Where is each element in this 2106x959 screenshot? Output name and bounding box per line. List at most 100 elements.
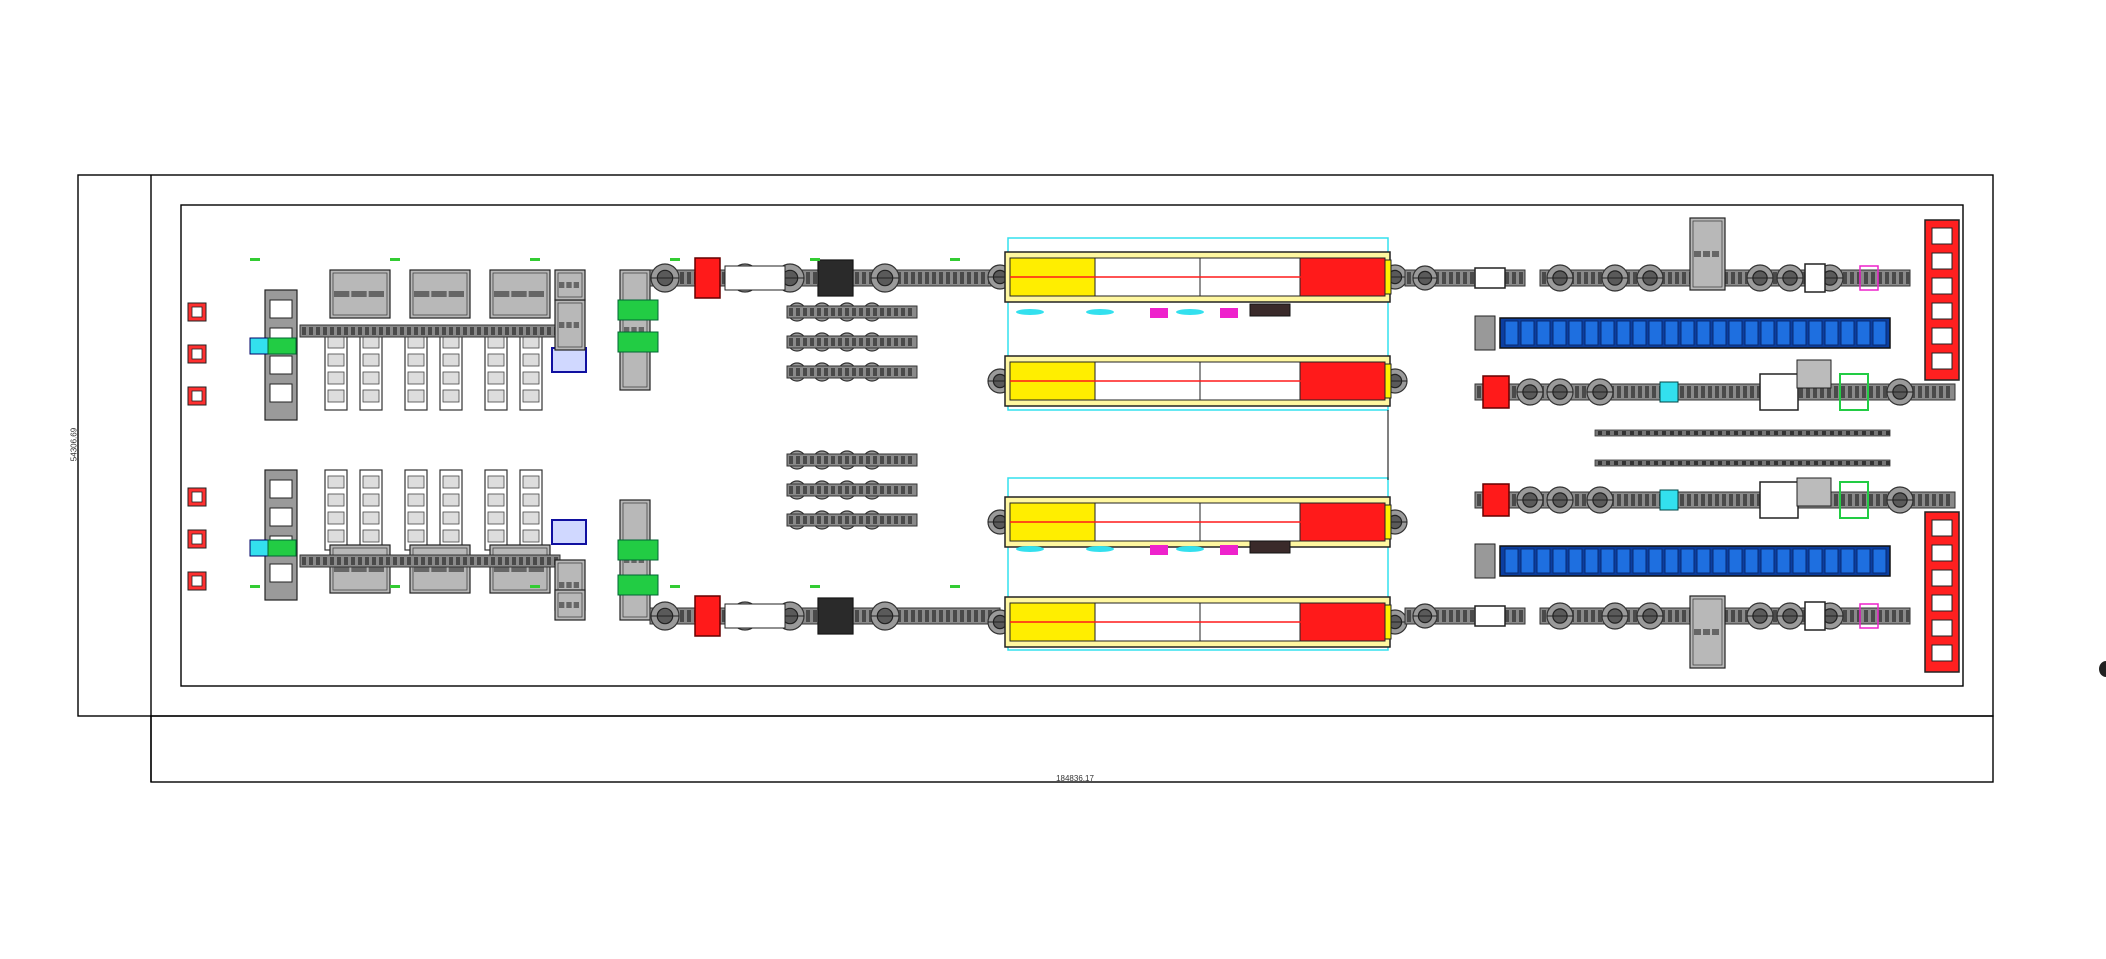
tower-slot [1931, 252, 1953, 270]
dryer-cell [1664, 320, 1679, 346]
scroll-handle-icon[interactable] [2099, 661, 2106, 677]
dryer-cell [1600, 548, 1615, 574]
green-label-bottom [530, 585, 540, 588]
dryer-cell [1808, 548, 1823, 574]
conveyor-roller [855, 272, 859, 284]
conveyor-roller [960, 272, 964, 284]
rail-tie [1646, 461, 1650, 465]
conveyor-roller [1701, 494, 1705, 506]
conveyor-roller [901, 338, 905, 346]
rail-tie [1886, 431, 1890, 435]
conveyor-roller [796, 516, 800, 524]
conveyor-roller [1869, 494, 1873, 506]
rail-tie [1662, 461, 1666, 465]
conveyor-roller [901, 486, 905, 494]
rail-tie [1710, 461, 1714, 465]
conveyor-roller [1633, 610, 1637, 622]
conveyor-roller [1715, 386, 1719, 398]
mid-green-frame-top [1839, 373, 1869, 411]
dryer-cell [1616, 548, 1631, 574]
conveyor-roller [810, 486, 814, 494]
rack-shelf [522, 475, 540, 489]
dark-cell-fill-top [817, 259, 854, 297]
conveyor-roller [1932, 494, 1936, 506]
conveyor-roller [358, 557, 362, 565]
rack-shelf [362, 353, 380, 367]
dryer-cell [1584, 548, 1599, 574]
machine-detail [351, 566, 367, 572]
machine-inner [412, 547, 468, 591]
conveyor-roller [344, 557, 348, 565]
mid-green-frame-bottom [1839, 481, 1869, 519]
conveyor-roller [309, 557, 313, 565]
entry-box-inner [191, 491, 203, 503]
conveyor-roller [803, 308, 807, 316]
rail-tie [1782, 431, 1786, 435]
dryer-cell [1552, 548, 1567, 574]
conveyor-roller [498, 327, 502, 335]
machine-detail [1694, 629, 1701, 635]
entry-box-inner [191, 306, 203, 318]
conveyor-roller [852, 368, 856, 376]
conveyor-roller [1729, 386, 1733, 398]
conveyor-roller [1505, 272, 1509, 284]
conveyor-roller [1512, 610, 1516, 622]
dryer-cell [1824, 548, 1839, 574]
dryer-cell [1664, 548, 1679, 574]
conveyor-roller [337, 327, 341, 335]
conveyor-roller [1722, 386, 1726, 398]
rail-tie [1814, 431, 1818, 435]
conveyor-roller [1932, 386, 1936, 398]
conveyor-roller [519, 557, 523, 565]
conveyor-roller [806, 610, 810, 622]
loading-gripper-bottom [267, 539, 297, 557]
conveyor-roller [491, 327, 495, 335]
conveyor-roller [526, 557, 530, 565]
conveyor-roller [1645, 386, 1649, 398]
conveyor-roller [428, 327, 432, 335]
conveyor-roller [813, 610, 817, 622]
conveyor-roller [1682, 610, 1686, 622]
machine-detail [573, 582, 579, 588]
conveyor-roller [838, 486, 842, 494]
conveyor-roller [796, 486, 800, 494]
conveyor-roller [337, 557, 341, 565]
dryer-cell [1616, 320, 1631, 346]
conveyor-roller [1701, 386, 1705, 398]
conveyor-roller [1575, 386, 1579, 398]
rack-shelf [362, 335, 380, 349]
conveyor-roller [1512, 272, 1516, 284]
machine-detail [351, 291, 367, 297]
conveyor-roller [526, 327, 530, 335]
rack-shelf [487, 511, 505, 525]
stacker-buffer-group [299, 269, 659, 621]
rack-shelf [407, 475, 425, 489]
conveyor-roller [484, 327, 488, 335]
loading-slot [269, 479, 293, 499]
rail-tie [1854, 461, 1858, 465]
tower-slot [1931, 594, 1953, 612]
oven-enclosure-top [1007, 237, 1389, 411]
conveyor-roller [365, 557, 369, 565]
conveyor-roller [817, 456, 821, 464]
magenta-part-top-0 [1150, 308, 1168, 318]
transfer-table-bottom [724, 603, 786, 629]
rack-shelf [362, 475, 380, 489]
conveyor-roller [1442, 272, 1446, 284]
conveyor-roller [1834, 494, 1838, 506]
machine-detail [494, 291, 510, 297]
conveyor-roller [862, 272, 866, 284]
machine-inner [557, 592, 583, 618]
oven-door [1384, 604, 1392, 640]
rail-tie [1726, 431, 1730, 435]
rail-tie [1702, 461, 1706, 465]
rail-tie [1774, 431, 1778, 435]
conveyor-roller [1694, 386, 1698, 398]
dryer-cell [1824, 320, 1839, 346]
machine-detail [1712, 251, 1719, 257]
rack-shelf [442, 529, 460, 543]
rail-tie [1662, 431, 1666, 435]
machine-inner [492, 547, 548, 591]
conveyor-roller [859, 486, 863, 494]
